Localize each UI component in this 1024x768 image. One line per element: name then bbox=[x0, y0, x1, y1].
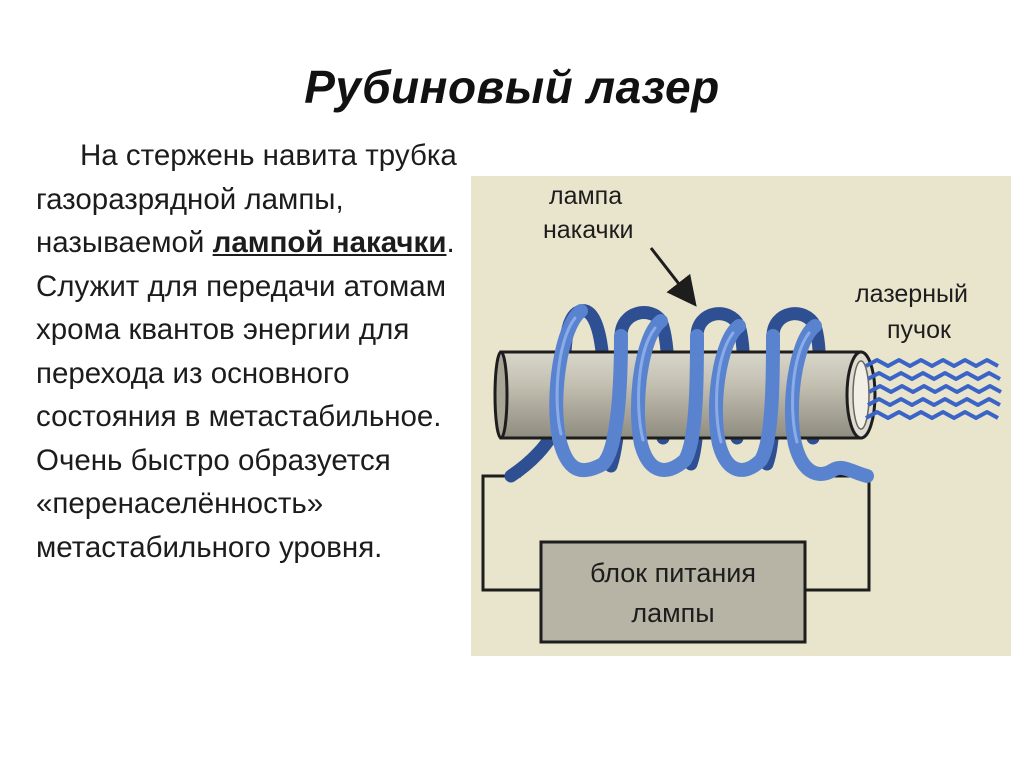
label-beam-line1: лазерный bbox=[855, 280, 968, 308]
label-power-line1: блок питания bbox=[590, 558, 756, 588]
label-lamp-line2: накачки bbox=[543, 216, 633, 244]
body-text-emphasis: лампой накачки bbox=[212, 226, 447, 259]
coil-highlight bbox=[555, 316, 811, 444]
ruby-laser-diagram: лампа накачки лазерный пучок блок питани… bbox=[471, 176, 1011, 656]
power-supply-block: блок питания лампы bbox=[539, 540, 807, 644]
power-wires bbox=[481, 474, 871, 592]
label-beam-line2: пучок bbox=[887, 316, 952, 344]
slide-title: Рубиновый лазер bbox=[304, 61, 720, 113]
label-power-line2: лампы bbox=[631, 598, 714, 628]
diagram-svg: лампа накачки лазерный пучок блок питани… bbox=[481, 182, 1002, 644]
label-lamp-line1: лампа bbox=[549, 182, 622, 210]
slide-body-text: На стержень навита трубка газоразрядной … bbox=[36, 134, 476, 569]
lamp-pointer-arrow bbox=[649, 247, 697, 307]
laser-beam bbox=[865, 358, 1002, 420]
body-text-part1: На стержень навита трубка газоразрядной … bbox=[36, 139, 457, 259]
body-text-part2: . Служит для передачи атомам хрома квант… bbox=[36, 226, 455, 564]
